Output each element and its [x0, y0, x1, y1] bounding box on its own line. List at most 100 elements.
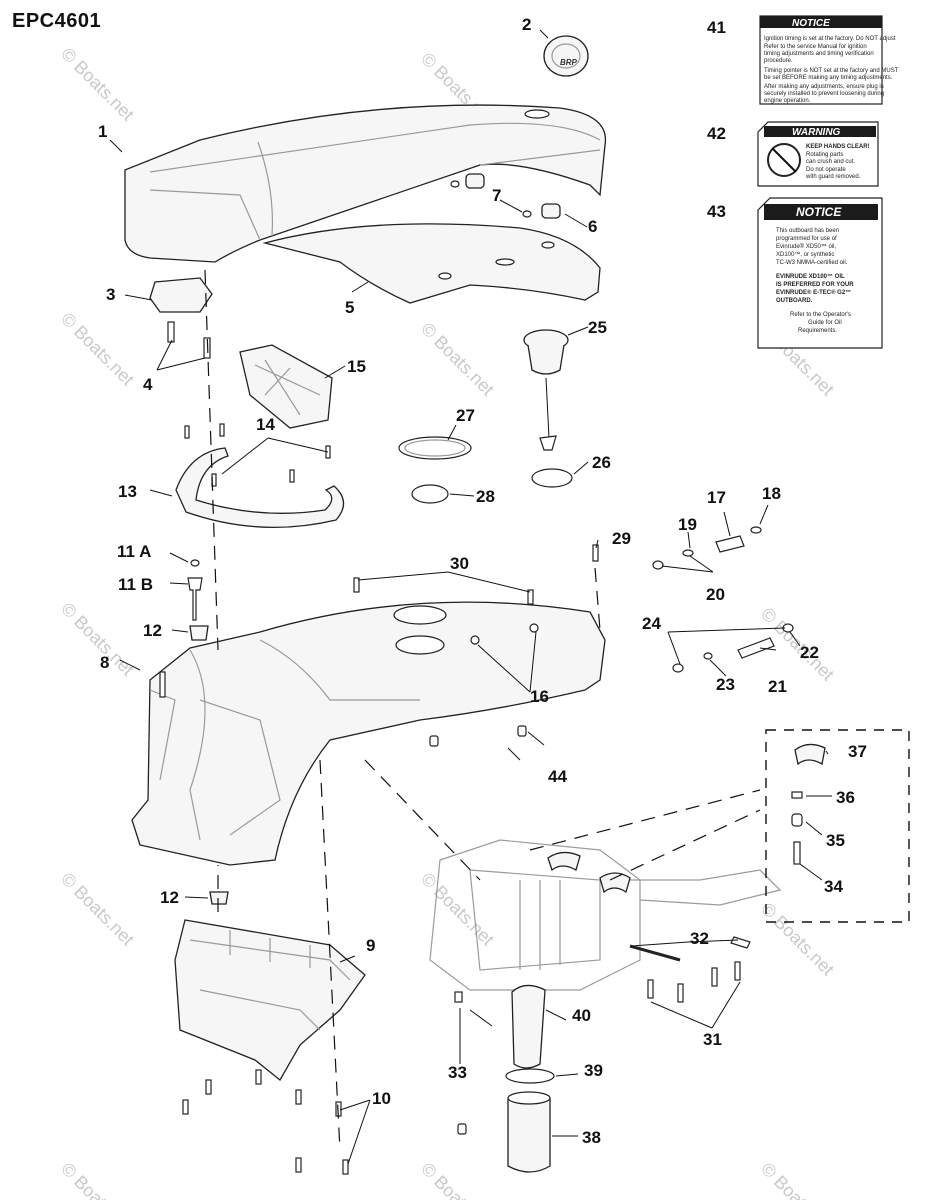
part-lower-cowl: [131, 601, 606, 866]
callout-27: 27: [456, 406, 475, 425]
decal-43-line: Evinrude® XD50™ oil,: [776, 243, 836, 250]
decal-41-line: engine operation.: [764, 98, 811, 104]
decal-warning-42: WARNING KEEP HANDS CLEAR! Rotating parts…: [757, 121, 879, 187]
part-grommet-lower: [209, 891, 229, 905]
decal-41-line: procedure.: [764, 58, 793, 64]
callout-6: 6: [588, 217, 597, 236]
diagram-code: EPC4601: [12, 10, 102, 32]
callout-34: 34: [824, 877, 843, 896]
callout-31: 31: [703, 1030, 722, 1049]
assembly-dash-lines: [204, 269, 761, 1151]
engine-assembly-ghost: [429, 839, 782, 1003]
callout-35: 35: [826, 831, 845, 850]
callout-4: 4: [143, 375, 153, 394]
decal-41-line: timing adjustments and timing verificati…: [764, 51, 874, 57]
callout-43: 43: [707, 202, 726, 221]
part-inner-panel: [262, 223, 601, 304]
callout-29: 29: [612, 529, 631, 548]
part-clip-detail: [765, 729, 910, 923]
callout-1: 1: [98, 122, 107, 141]
decal-43-bold-line: IS PREFERRED FOR YOUR: [776, 282, 854, 288]
watermark: © Boats.net: [57, 309, 138, 390]
part-screws-29-30: [353, 544, 599, 605]
callout-14: 14: [256, 415, 275, 434]
part-seals: [398, 436, 472, 504]
callout-38: 38: [582, 1128, 601, 1147]
decal-43-footer-line: Guide for Oil: [808, 320, 842, 326]
callout-13: 13: [118, 482, 137, 501]
decal-42-line: with guard removed.: [805, 174, 861, 180]
decal-43-bold-line: EVINRUDE® E-TEC® G2™: [776, 289, 851, 296]
watermark: © Boats.net: [57, 44, 138, 125]
part-filter-assembly: [457, 984, 555, 1173]
callout-30: 30: [450, 554, 469, 573]
callout-24: 24: [642, 614, 661, 633]
callout-9: 9: [366, 936, 375, 955]
callout-44: 44: [548, 767, 567, 786]
decal-41-line: After making any adjustments, ensure plu…: [764, 84, 884, 90]
decal-43-bold-line: EVINRUDE XD100™ OIL: [776, 273, 845, 280]
part-grommets: [450, 173, 561, 219]
callout-11a: 11 A: [117, 542, 151, 561]
watermark: © Boats.net: [57, 1159, 138, 1200]
callout-19: 19: [678, 515, 697, 534]
callout-39: 39: [584, 1061, 603, 1080]
part-badge: BRP: [543, 35, 589, 77]
decal-notice-41: NOTICE Ignition timing is set at the fac…: [759, 15, 899, 105]
decal-43-line: This outboard has been: [776, 228, 839, 234]
part-fasteners-16: [470, 623, 539, 645]
callout-20: 20: [706, 585, 725, 604]
decal-42-title: WARNING: [792, 127, 841, 138]
watermark: © Boats.net: [417, 319, 498, 400]
part-fill-cap: [523, 329, 573, 488]
callout-2: 2: [522, 15, 531, 34]
decal-43-bold-line: OUTBOARD.: [776, 298, 813, 304]
part-top-cowl: [124, 104, 607, 263]
decal-41-title: NOTICE: [792, 18, 830, 29]
callout-22: 22: [800, 643, 819, 662]
part-bolts-31-32: [629, 936, 751, 1003]
callout-40: 40: [572, 1006, 591, 1025]
decal-41-line: Refer to the service Manual for ignition: [764, 44, 867, 50]
callout-3: 3: [106, 285, 115, 304]
callout-36: 36: [836, 788, 855, 807]
callout-41: 41: [707, 18, 726, 37]
decal-41-line: Ignition timing is set at the factory. D…: [764, 36, 896, 42]
leader-lines: [109, 29, 832, 1165]
callout-21: 21: [768, 677, 787, 696]
callout-16: 16: [530, 687, 549, 706]
part-screws-10: [182, 1069, 349, 1175]
watermark: © Boats.net: [57, 599, 138, 680]
callout-7: 7: [492, 186, 501, 205]
part-filter: [239, 344, 333, 429]
decal-43-line: TC-W3 NMMA-certified oil.: [776, 260, 848, 266]
decal-43-title: NOTICE: [796, 205, 842, 219]
decal-42-line: can crush and cut.: [806, 159, 855, 165]
callout-5: 5: [345, 298, 354, 317]
part-latch: [149, 277, 213, 359]
decal-43-footer-line: Refer to the Operator's: [790, 312, 851, 318]
callout-33: 33: [448, 1063, 467, 1082]
part-tray: [174, 919, 366, 1081]
callouts: 1 2 3 4 5 6 7 8 9 10 11 A 11 B 12 12 13 …: [98, 15, 867, 1147]
decal-notice-43: NOTICE This outboard has been programmed…: [757, 197, 883, 349]
callout-18: 18: [762, 484, 781, 503]
decal-42-line: Rotating parts: [806, 152, 843, 158]
callout-28: 28: [476, 487, 495, 506]
callout-32: 32: [690, 929, 709, 948]
watermark: © Boats.net: [57, 869, 138, 950]
callout-8: 8: [100, 653, 109, 672]
decal-42-line: Do not operate: [806, 167, 846, 173]
decal-43-line: programmed for use of: [776, 236, 837, 242]
decal-41-line: be set BEFORE making any timing adjustme…: [764, 75, 893, 81]
callout-42: 42: [707, 124, 726, 143]
callout-25: 25: [588, 318, 607, 337]
callout-11b: 11 B: [118, 575, 153, 594]
decal-43-line: XD100™, or synthetic: [776, 251, 834, 258]
callout-15: 15: [347, 357, 366, 376]
svg-text:BRP: BRP: [560, 58, 578, 67]
watermark: © Boats.net: [417, 869, 498, 950]
callout-10: 10: [372, 1089, 391, 1108]
decal-43-footer-line: Requirements.: [798, 328, 837, 334]
